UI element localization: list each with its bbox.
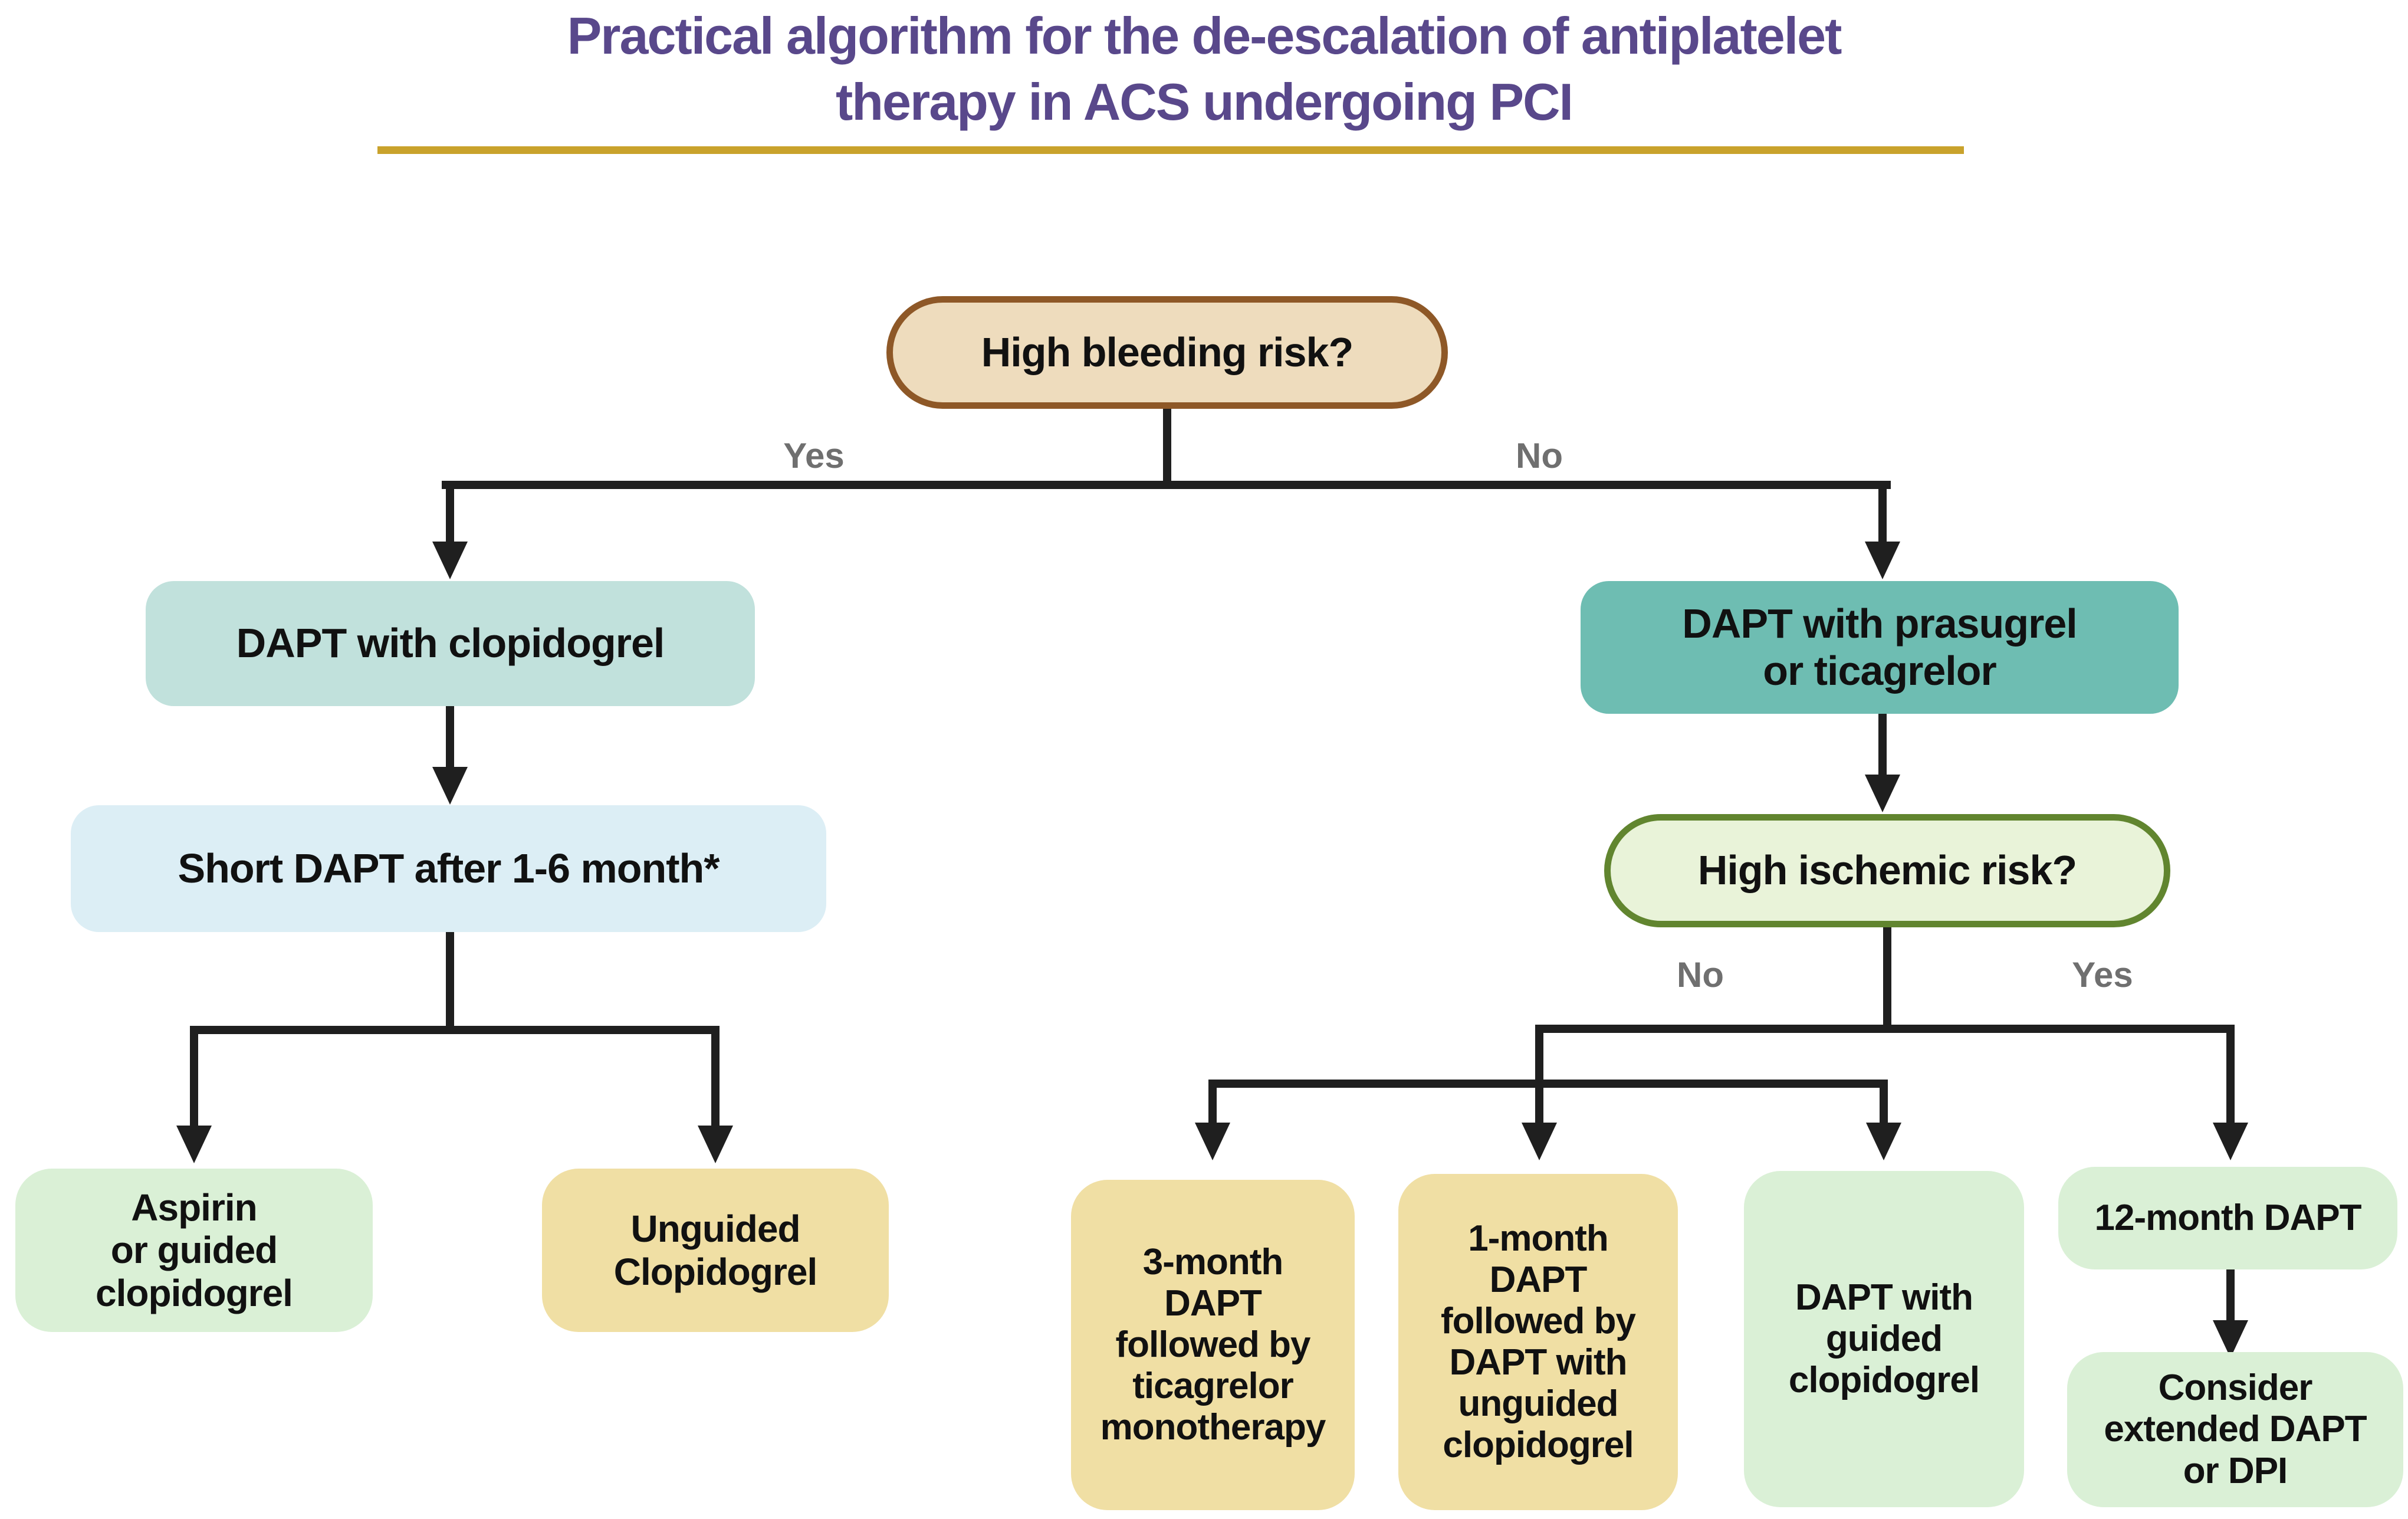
bleeding-no-label: No <box>1516 436 1563 475</box>
connector-line <box>1208 1080 1888 1088</box>
outcome-1-month-dapt-unguided-clopidogrel: 1-month DAPT followed by DAPT with ungui… <box>1398 1174 1678 1510</box>
outcome-12-month-dapt: 12-month DAPT <box>2058 1167 2397 1269</box>
connector-line <box>446 932 454 1034</box>
arrowhead-down-icon <box>432 542 468 579</box>
connector-line <box>2226 1269 2235 1323</box>
arrowhead-down-icon <box>176 1126 212 1163</box>
title-underline <box>377 146 1964 154</box>
arrowhead-down-icon <box>1865 542 1900 579</box>
arrowhead-down-icon <box>1522 1123 1557 1160</box>
bleeding-yes-label: Yes <box>783 436 845 475</box>
node-short-dapt: Short DAPT after 1-6 month* <box>71 805 826 932</box>
arrowhead-down-icon <box>2213 1123 2248 1160</box>
connector-line <box>442 481 1891 489</box>
connector-line <box>446 481 454 544</box>
connector-line <box>190 1026 720 1034</box>
outcome-3-month-dapt-ticagrelor-monotherapy: 3-month DAPT followed by ticagrelor mono… <box>1071 1180 1355 1510</box>
connector-line <box>1880 1080 1888 1125</box>
arrowhead-down-icon <box>1866 1123 1901 1160</box>
node-dapt-prasugrel-ticagrelor: DAPT with prasugrel or ticagrelor <box>1581 581 2179 714</box>
arrowhead-down-icon <box>1195 1123 1230 1160</box>
connector-line <box>1535 1025 1543 1125</box>
connector-line <box>1163 409 1171 484</box>
page-title-line-2: therapy in ACS undergoing PCI <box>835 73 1573 131</box>
outcome-consider-extended-dapt-or-dpi: Consider extended DAPT or DPI <box>2067 1352 2403 1507</box>
page-title-line-1: Practical algorithm for the de-escalatio… <box>567 6 1842 65</box>
connector-line <box>190 1026 198 1127</box>
connector-line <box>711 1026 720 1127</box>
arrowhead-down-icon <box>2213 1320 2248 1358</box>
connector-line <box>1883 927 1891 1033</box>
arrowhead-down-icon <box>1865 775 1900 812</box>
arrowhead-down-icon <box>698 1126 733 1163</box>
connector-line <box>1208 1080 1217 1125</box>
decision-high-ischemic-risk: High ischemic risk? <box>1604 814 2170 927</box>
outcome-aspirin-or-guided-clopidogrel: Aspirin or guided clopidogrel <box>15 1169 373 1332</box>
outcome-dapt-guided-clopidogrel: DAPT with guided clopidogrel <box>1744 1171 2024 1507</box>
connector-line <box>2226 1025 2235 1125</box>
ischemic-yes-label: Yes <box>2072 955 2133 995</box>
decision-high-bleeding-risk: High bleeding risk? <box>886 296 1448 409</box>
connector-line <box>1878 714 1887 777</box>
outcome-unguided-clopidogrel: Unguided Clopidogrel <box>542 1169 889 1332</box>
connector-line <box>1535 1025 2235 1033</box>
arrowhead-down-icon <box>432 767 468 805</box>
ischemic-no-label: No <box>1677 955 1724 995</box>
connector-line <box>1878 481 1887 544</box>
connector-line <box>446 706 454 769</box>
node-dapt-clopidogrel: DAPT with clopidogrel <box>146 581 755 706</box>
